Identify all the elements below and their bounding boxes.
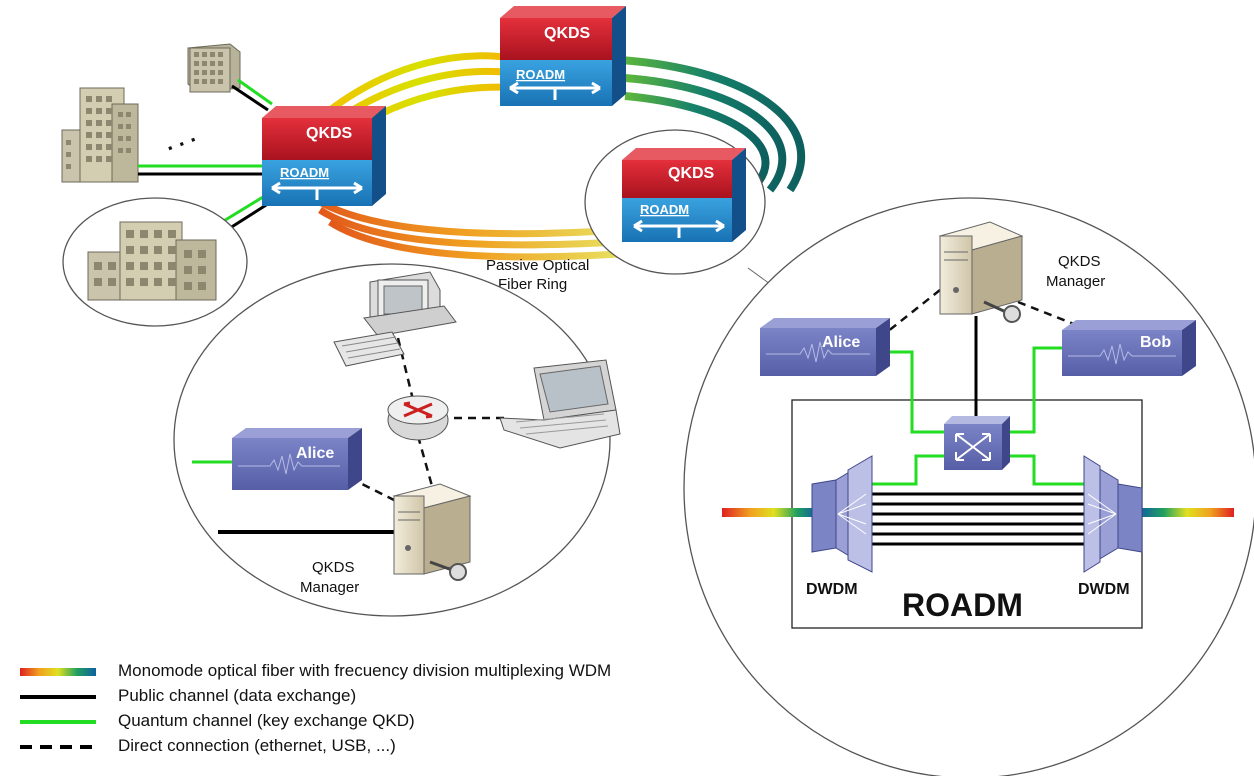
desktop-computer-icon: [333, 271, 457, 367]
left-zoom-circle: Alice QKDS Manager: [173, 263, 621, 617]
building-links: [138, 78, 275, 230]
legend-gradient-swatch: [20, 668, 96, 676]
fiber-left: [722, 508, 816, 517]
building-zoom-circle: [62, 197, 248, 327]
alice-device: Alice: [232, 428, 362, 490]
building-icon: [187, 43, 241, 93]
svg-text:Alice: Alice: [822, 334, 860, 351]
right-manager-line1: QKDS: [1058, 253, 1101, 270]
legend-dashed-swatch: [20, 745, 96, 749]
left-manager-line1: QKDS: [312, 559, 355, 576]
dwdm-left-label: DWDM: [806, 581, 858, 598]
bob-device: Bob: [1062, 320, 1196, 376]
ring-label-line2: Fiber Ring: [498, 276, 567, 293]
legend-text: Public channel (data exchange): [118, 686, 357, 705]
ring-node-top: QKDS ROADM: [500, 6, 626, 106]
legend-wdm-fiber: Monomode optical fiber with frecuency di…: [0, 660, 820, 685]
server-key-icon: [392, 483, 472, 581]
left-manager-line2: Manager: [300, 579, 359, 596]
demux-icon: [1083, 455, 1143, 573]
building-icon: [61, 87, 139, 183]
legend-direct-connection: Direct connection (ethernet, USB, ...): [0, 735, 820, 760]
svg-text:. . .: . . .: [161, 122, 198, 156]
optical-switch-icon: [944, 416, 1010, 470]
svg-text:ROADM: ROADM: [516, 67, 565, 82]
fiber-right: [1140, 508, 1234, 517]
ellipsis-dots: . . .: [161, 122, 198, 156]
svg-text:Alice: Alice: [296, 445, 334, 462]
svg-text:Bob: Bob: [1140, 334, 1171, 351]
legend-text: Quantum channel (key exchange QKD): [118, 711, 415, 730]
legend-black-swatch: [20, 695, 96, 699]
legend-text: Direct connection (ethernet, USB, ...): [118, 736, 396, 755]
legend-quantum-channel: Quantum channel (key exchange QKD): [0, 710, 820, 735]
legend-text: Monomode optical fiber with frecuency di…: [118, 661, 612, 680]
alice-device: Alice: [760, 318, 890, 376]
right-manager-line2: Manager: [1046, 273, 1105, 290]
legend: Monomode optical fiber with frecuency di…: [0, 660, 820, 760]
building-icon: [87, 221, 217, 301]
ring-label-line1: Passive Optical: [486, 257, 589, 274]
ring-node-left: QKDS ROADM: [262, 106, 386, 206]
svg-text:ROADM: ROADM: [640, 202, 689, 217]
laptop-icon: [499, 359, 621, 449]
svg-text:ROADM: ROADM: [280, 165, 329, 180]
dwdm-right-label: DWDM: [1078, 581, 1130, 598]
demux-icon: [811, 455, 873, 573]
server-key-icon: [938, 221, 1024, 323]
svg-text:QKDS: QKDS: [544, 25, 591, 42]
right-zoom-circle: ROADM: [683, 197, 1254, 776]
roadm-title: ROADM: [902, 587, 1023, 623]
ring-node-right-circle: QKDS ROADM: [584, 129, 766, 275]
router-icon: [387, 395, 449, 441]
svg-text:QKDS: QKDS: [306, 125, 353, 142]
legend-green-swatch: [20, 720, 96, 724]
legend-public-channel: Public channel (data exchange): [0, 685, 820, 710]
svg-text:QKDS: QKDS: [668, 165, 715, 182]
